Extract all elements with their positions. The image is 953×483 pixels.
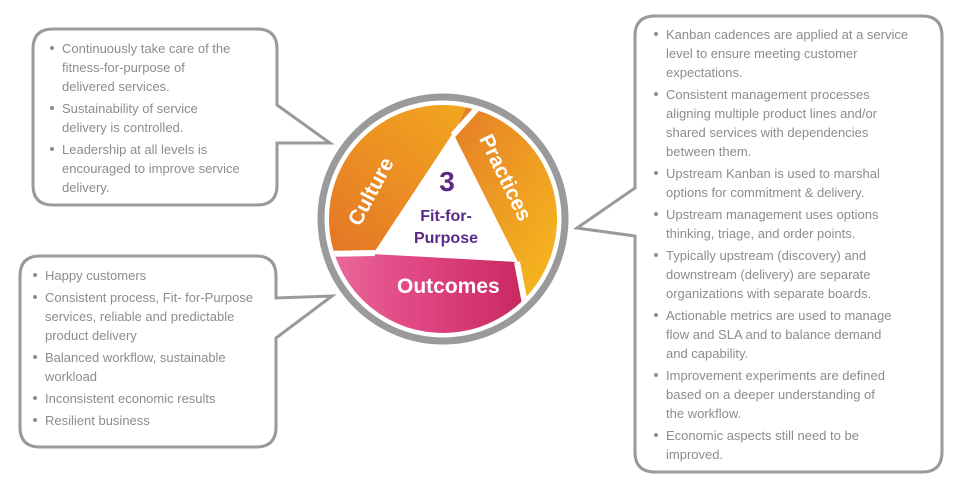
practices-callout xyxy=(572,14,944,474)
bullet-line: Economic aspects still need to be xyxy=(666,428,859,443)
bullet-line: organizations with separate boards. xyxy=(666,286,872,301)
bullet-line: product delivery xyxy=(45,328,137,343)
bullet-line: improved. xyxy=(666,447,724,462)
bullet-item: Upstream Kanban is used to marshal option… xyxy=(652,164,908,202)
bullet-line: based on a deeper understanding of xyxy=(666,387,875,402)
bullet-line: Consistent management processes xyxy=(666,87,870,102)
bullet-line: Happy customers xyxy=(45,268,147,283)
bullet-line: between them. xyxy=(666,144,752,159)
bullet-line: aligning multiple product lines and/or xyxy=(666,106,878,121)
bullet-line: Improvement experiments are defined xyxy=(666,368,885,383)
bullet-line: encouraged to improve service xyxy=(62,161,240,176)
bullet-line: shared services with dependencies xyxy=(666,125,869,140)
bullet-line: Resilient business xyxy=(45,413,150,428)
bullet-item: Actionable metrics are used to manage flo… xyxy=(652,306,908,363)
outcomes-label: Outcomes xyxy=(397,275,500,298)
bullet-line: and capability. xyxy=(666,346,749,361)
bullet-item: Consistent process, Fit- for-Purpose serv… xyxy=(31,288,253,345)
center-triangle xyxy=(373,133,518,262)
bullet-item: Consistent management processes aligning … xyxy=(652,85,908,161)
bullet-line: options for commitment & delivery. xyxy=(666,185,865,200)
bullet-item: Leadership at all levels is encouraged to… xyxy=(48,140,240,197)
bullet-line: workload xyxy=(45,369,98,384)
bullet-line: the workflow. xyxy=(666,406,742,421)
bullet-line: Sustainability of service xyxy=(62,101,198,116)
bullet-line: level to ensure meeting customer xyxy=(666,46,858,61)
bullet-line: Inconsistent economic results xyxy=(45,391,216,406)
bullet-line: Actionable metrics are used to manage xyxy=(666,308,892,323)
culture-segment xyxy=(329,105,488,254)
bullet-item: Economic aspects still need to be improve… xyxy=(652,426,908,464)
outcomes-segment xyxy=(329,253,557,333)
bullet-line: Kanban cadences are applied at a service xyxy=(666,27,909,42)
bullet-item: Typically upstream (discovery) and downst… xyxy=(652,246,908,303)
bullet-line: flow and SLA and to balance demand xyxy=(666,327,882,342)
bullet-line: services, reliable and predictable xyxy=(45,309,235,324)
fit-for-purpose-line1: Fit-for- xyxy=(420,208,472,225)
bullet-line: Typically upstream (discovery) and xyxy=(666,248,867,263)
bullet-item: Happy customers xyxy=(31,266,253,285)
bullet-line: fitness-for-purpose of xyxy=(62,60,185,75)
bullet-item: Sustainability of service delivery is con… xyxy=(48,99,240,137)
bullet-line: Leadership at all levels is xyxy=(62,142,208,157)
practices-box: Kanban cadences are applied at a service… xyxy=(652,25,908,467)
bullet-item: Balanced workflow, sustainable workload xyxy=(31,348,253,386)
bullet-item: Improvement experiments are defined based… xyxy=(652,366,908,423)
bullet-line: thinking, triage, and order points. xyxy=(666,226,856,241)
bullet-line: downstream (delivery) are separate xyxy=(666,267,871,282)
culture-box: Continuously take care of the fitness-for… xyxy=(48,39,240,200)
bullet-line: Balanced workflow, sustainable xyxy=(45,350,226,365)
bullet-item: Upstream management uses options thinking… xyxy=(652,205,908,243)
bullet-line: Consistent process, Fit- for-Purpose xyxy=(45,290,254,305)
bullet-item: Kanban cadences are applied at a service… xyxy=(652,25,908,82)
bullet-line: Upstream management uses options xyxy=(666,207,879,222)
bullet-line: Continuously take care of the xyxy=(62,41,231,56)
bullet-item: Continuously take care of the fitness-for… xyxy=(48,39,240,96)
outcomes-callout xyxy=(18,254,337,449)
bullet-item: Inconsistent economic results xyxy=(31,389,253,408)
culture-callout xyxy=(31,27,335,207)
fit-for-purpose-line2: Purpose xyxy=(413,230,478,247)
bullet-line: expectations. xyxy=(666,65,743,80)
bullet-line: delivery. xyxy=(62,180,110,195)
bullet-line: Upstream Kanban is used to marshal xyxy=(666,166,880,181)
level-number: 3 xyxy=(439,166,455,197)
bullet-line: delivery is controlled. xyxy=(62,120,184,135)
bullet-item: Resilient business xyxy=(31,411,253,430)
bullet-line: delivered services. xyxy=(62,79,170,94)
